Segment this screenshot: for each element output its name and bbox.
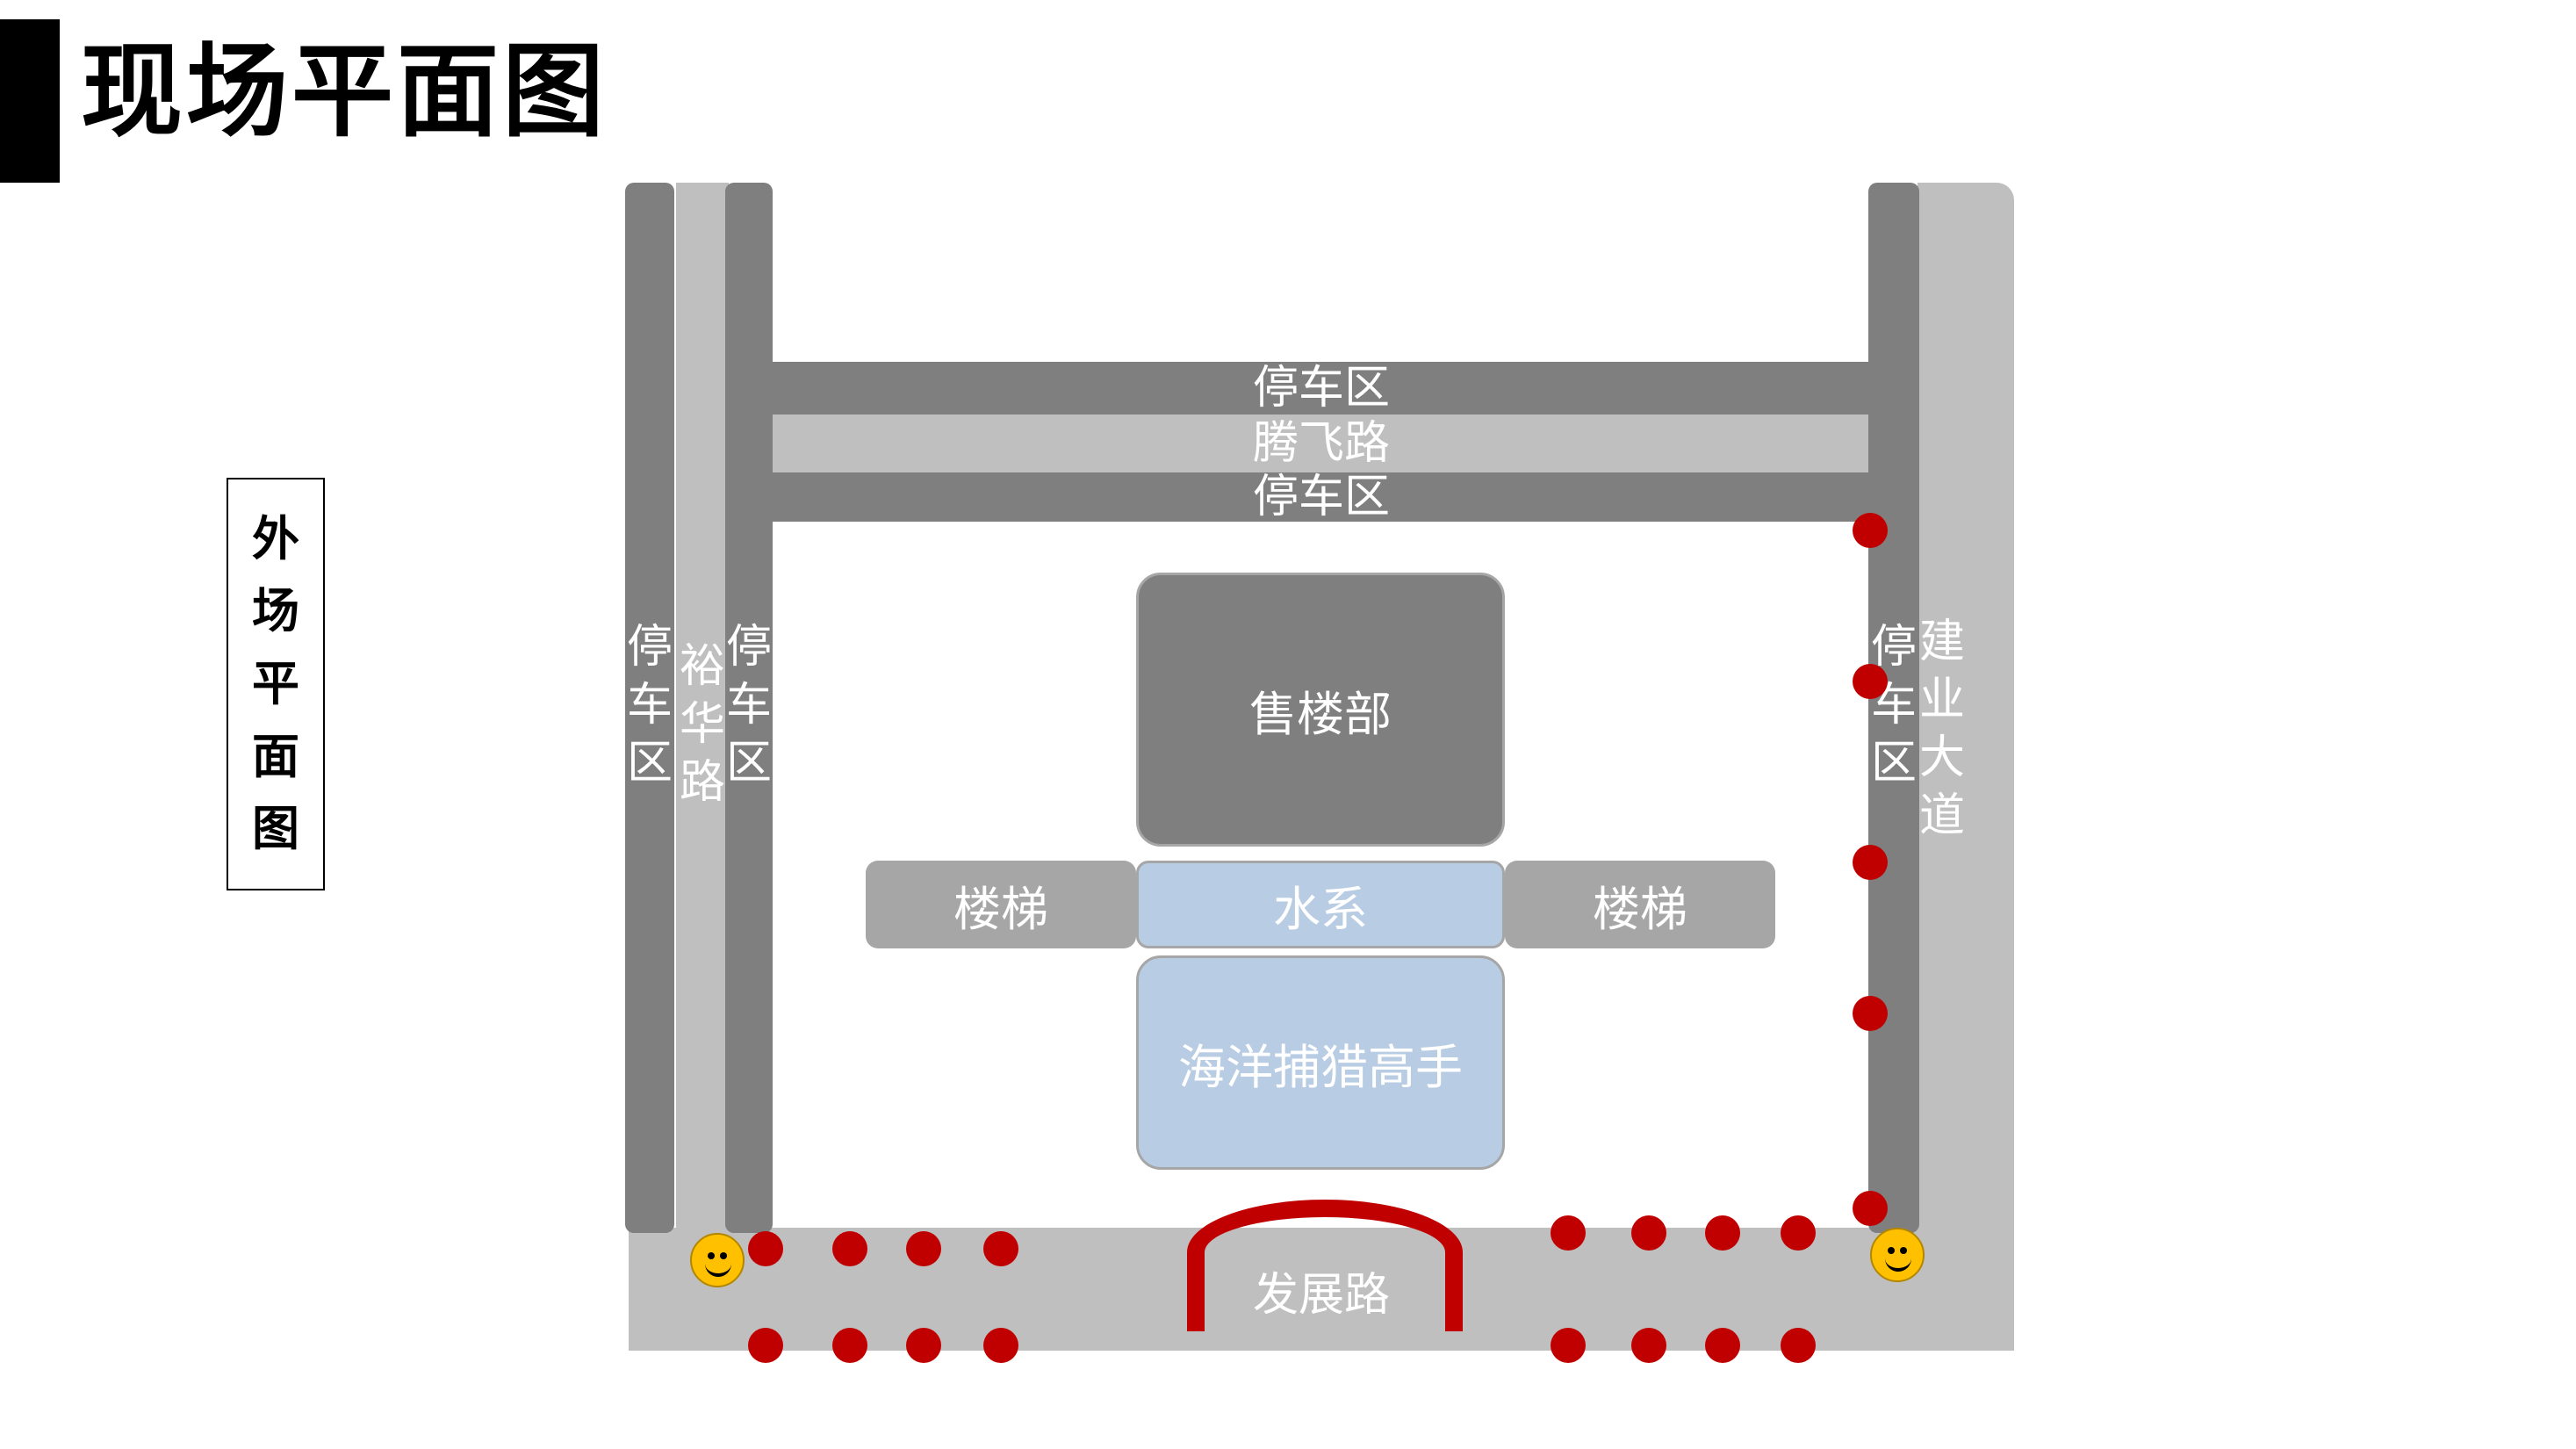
- side-label-char: 场: [252, 583, 299, 639]
- title-accent-bar: [0, 19, 60, 183]
- entrance-arch-icon: [1187, 1200, 1463, 1331]
- red-dot-icon: [983, 1328, 1018, 1363]
- yuhua-road-label: 裕华路: [679, 640, 725, 809]
- left-parking-inner-label: 停车区: [725, 621, 772, 789]
- red-dot-icon: [832, 1231, 867, 1266]
- stair-left: 楼梯: [866, 861, 1136, 948]
- red-dot-icon: [1705, 1215, 1740, 1251]
- water-feature: 水系: [1136, 861, 1505, 948]
- tengfei-road-label: 腾飞路: [1252, 417, 1390, 470]
- page-title: 现场平面图: [81, 32, 608, 151]
- red-dot-icon: [1853, 664, 1888, 699]
- red-dot-icon: [906, 1231, 941, 1266]
- red-dot-icon: [1781, 1215, 1816, 1251]
- top-parking-upper-label: 停车区: [1252, 362, 1390, 415]
- right-parking-label: 停车区: [1870, 621, 1917, 789]
- top-parking-lower-label: 停车区: [1252, 471, 1390, 523]
- red-dot-icon: [1853, 845, 1888, 880]
- smiley-face-icon: [1870, 1228, 1925, 1282]
- ocean-hunter-zone: 海洋捕猎高手: [1136, 955, 1505, 1170]
- top-parking-upper-strip: [773, 362, 1868, 415]
- red-dot-icon: [748, 1231, 783, 1266]
- jianye-avenue-strip: [1918, 183, 2014, 1351]
- side-label-char: 外: [252, 510, 299, 566]
- side-label-box: 外 场 平 面 图: [227, 478, 325, 890]
- red-dot-icon: [1853, 1191, 1888, 1226]
- red-dot-icon: [1631, 1328, 1666, 1363]
- side-label-char: 平: [252, 655, 299, 711]
- red-dot-icon: [1853, 513, 1888, 548]
- red-dot-icon: [1631, 1215, 1666, 1251]
- red-dot-icon: [1781, 1328, 1816, 1363]
- top-parking-lower-strip: [773, 472, 1868, 522]
- red-dot-icon: [1705, 1328, 1740, 1363]
- left-parking-inner-strip: [725, 183, 773, 1233]
- side-label-char: 图: [252, 801, 299, 857]
- smiley-face-icon: [690, 1233, 745, 1287]
- red-dot-icon: [1551, 1328, 1586, 1363]
- sales-office: 售楼部: [1136, 573, 1505, 847]
- jianye-avenue-label: 建业大道: [1918, 616, 1965, 842]
- left-parking-outer-label: 停车区: [626, 621, 673, 789]
- side-label-char: 面: [252, 728, 299, 784]
- tengfei-road-strip: [773, 415, 1868, 472]
- left-parking-outer-strip: [625, 183, 674, 1233]
- red-dot-icon: [1551, 1215, 1586, 1251]
- yuhua-road-strip: [676, 183, 729, 1351]
- red-dot-icon: [906, 1328, 941, 1363]
- red-dot-icon: [983, 1231, 1018, 1266]
- red-dot-icon: [1853, 996, 1888, 1031]
- red-dot-icon: [832, 1328, 867, 1363]
- stair-right: 楼梯: [1505, 861, 1775, 948]
- red-dot-icon: [748, 1328, 783, 1363]
- right-parking-strip: [1868, 183, 1919, 1233]
